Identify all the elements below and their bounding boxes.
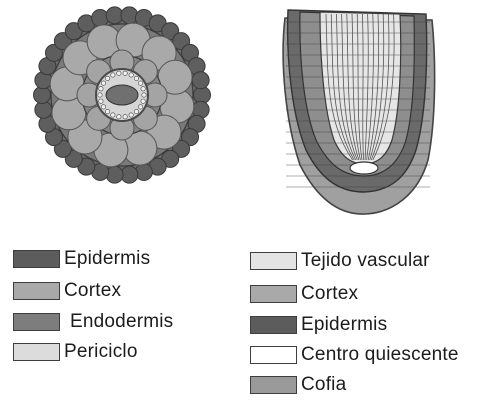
epidermis-cell — [192, 72, 209, 89]
root-tip-quiescent-center — [350, 162, 378, 174]
pericycle-cell — [98, 93, 102, 97]
pericycle-cell — [141, 87, 145, 91]
pericycle-cell — [111, 73, 115, 77]
pericycle-cell — [123, 71, 127, 75]
pericycle-cell — [117, 71, 121, 75]
pericycle-cell — [134, 76, 138, 80]
pericycle-cell — [101, 105, 105, 109]
pericycle-cell — [111, 113, 115, 117]
pericycle-cell — [99, 87, 103, 91]
pericycle-cell — [105, 76, 109, 80]
pericycle-cell — [141, 99, 145, 103]
pericycle-cell — [99, 99, 103, 103]
pericycle-cell — [123, 115, 127, 119]
pericycle-cell — [138, 81, 142, 85]
pericycle-cell — [117, 115, 121, 119]
pericycle-cell — [142, 93, 146, 97]
pericycle-cell — [105, 109, 109, 113]
xylem — [106, 85, 138, 105]
pericycle-cell — [129, 73, 133, 77]
root-cross-section — [34, 7, 211, 183]
pericycle-cell — [129, 113, 133, 117]
pericycle-cell — [101, 81, 105, 85]
root-tip-longitudinal-section — [283, 10, 435, 214]
pericycle-cell — [134, 109, 138, 113]
pericycle-cell — [138, 105, 142, 109]
